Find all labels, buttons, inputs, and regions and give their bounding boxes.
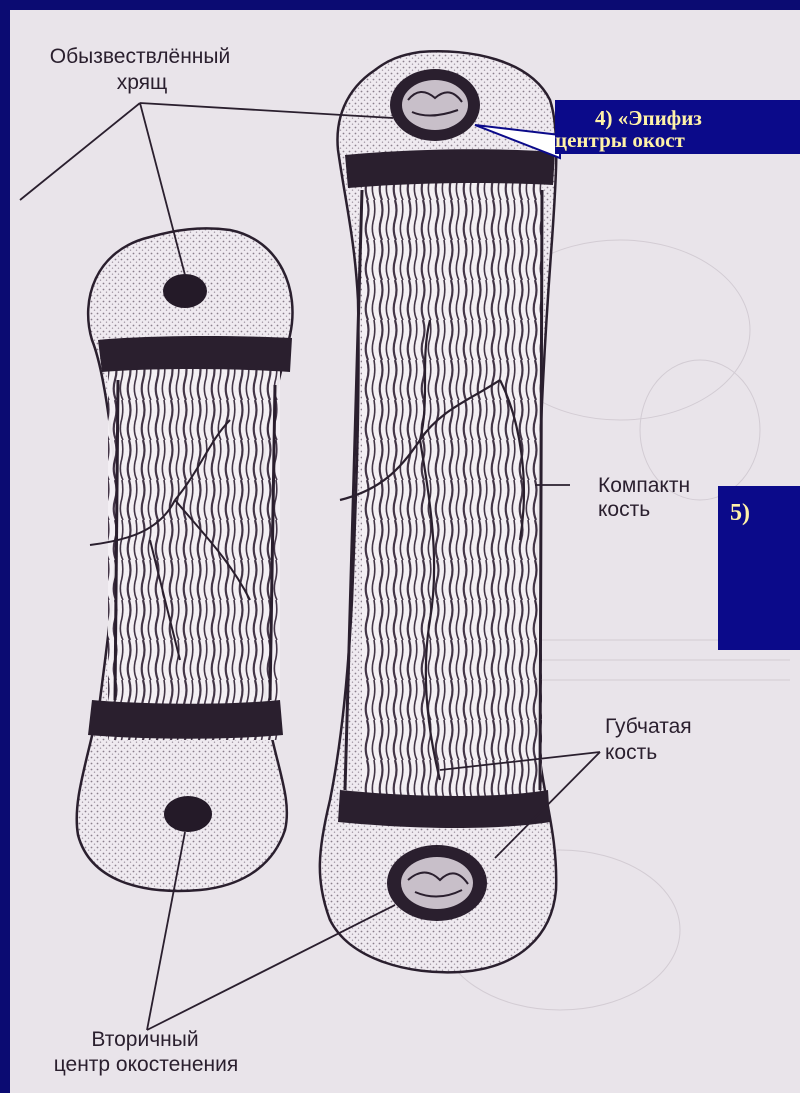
callout-epiphysis: 4) «Эпифиз центры окост [555,100,800,154]
callout-epiphysis-line2: центры окост [555,127,685,153]
callout-item-5-text: 5) [730,500,750,526]
label-secondary-center-line1: Вторичный [60,1027,230,1052]
scanned-figure [10,10,800,1093]
label-compact-bone-line2: кость [598,497,678,522]
label-secondary-center-line2: центр окостенения [12,1052,280,1077]
label-spongy-bone-line2: кость [605,740,685,765]
left-bone [77,228,293,891]
bone-ossification-drawing [10,10,800,1093]
callout-item-5: 5) [718,486,800,650]
label-spongy-bone-line1: Губчатая [605,714,715,739]
label-calcified-cartilage-line1: Обызвествлённый [12,44,268,69]
label-compact-bone-line1: Компактн [598,473,708,498]
label-calcified-cartilage-line2: хрящ [112,70,172,95]
right-bone [320,51,556,972]
